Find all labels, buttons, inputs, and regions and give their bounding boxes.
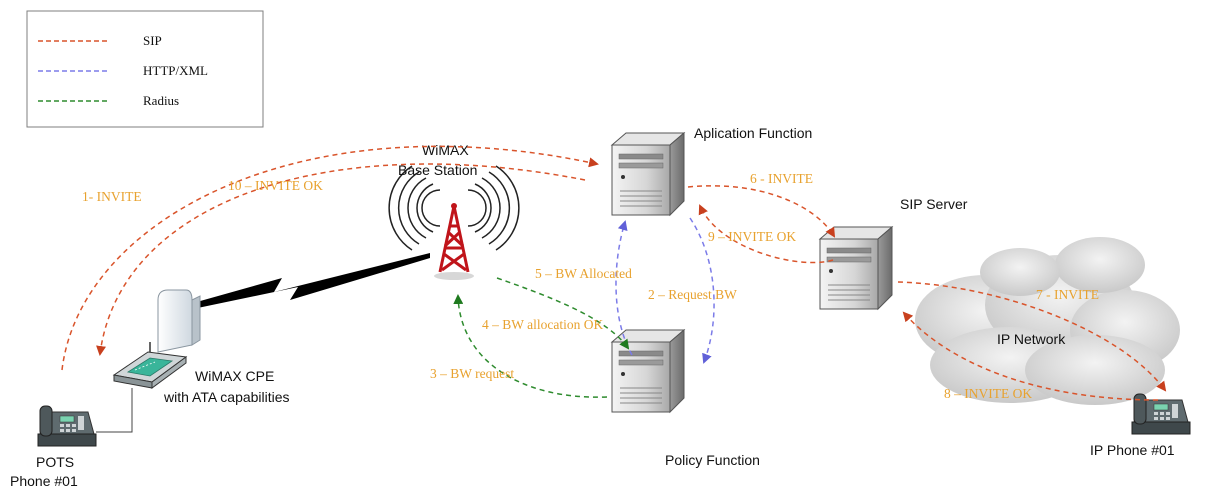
- wimax-cpe-icon: [96, 289, 201, 433]
- message-label-2: 2 – Request BW: [648, 287, 737, 302]
- base-station-label-line1: WiMAX: [422, 142, 469, 158]
- ip-phone-label: IP Phone #01: [1090, 442, 1175, 458]
- legend: SIP HTTP/XML Radius: [26, 10, 264, 128]
- message-label-7: 7 - INVITE: [1036, 287, 1099, 302]
- legend-sip-label: SIP: [143, 33, 162, 48]
- arrow-8-invite-ok: [902, 311, 1159, 401]
- ip-network-cloud: [915, 237, 1180, 405]
- arrow-10-invite-ok: [96, 163, 586, 356]
- message-label-5: 5 – BW Allocated: [535, 266, 632, 281]
- policy-function-server-icon: [611, 329, 685, 413]
- arrow-9-invite-ok: [698, 204, 834, 264]
- message-label-4: 4 – BW allocation OK: [482, 317, 603, 332]
- arrow-7-invite: [897, 281, 1167, 392]
- application-function-label: Aplication Function: [694, 125, 812, 141]
- base-station-tower-icon: [388, 165, 520, 280]
- legend-box: [26, 10, 264, 128]
- arrow-6-invite: [687, 185, 836, 238]
- message-label-1: 1- INVITE: [82, 189, 142, 204]
- message-label-10: 10 – INVITE OK: [228, 178, 323, 193]
- ip-phone-icon: [1131, 393, 1191, 435]
- sip-server-label: SIP Server: [900, 196, 968, 212]
- cpe-label-line2: with ATA capabilities: [163, 389, 290, 405]
- arrow-2-request-bw: [689, 217, 715, 364]
- policy-function-label: Policy Function: [665, 452, 760, 468]
- legend-http-xml-label: HTTP/XML: [143, 63, 208, 78]
- message-label-6: 6 - INVITE: [750, 171, 813, 186]
- pots-phone-label-line2: Phone #01: [10, 473, 78, 489]
- sip-server-icon: [819, 226, 893, 310]
- wireless-link-icon: [186, 253, 430, 310]
- arrow-3-bw-request: [453, 294, 608, 398]
- application-function-server-icon: [611, 132, 685, 216]
- pots-phone-icon: [37, 405, 97, 447]
- cpe-label-line1: WiMAX CPE: [195, 368, 274, 384]
- pots-phone-label-line1: POTS: [36, 454, 74, 470]
- arrow-1-invite: [61, 145, 599, 371]
- message-label-8: 8 – INVITE OK: [944, 386, 1032, 401]
- message-label-3: 3 – BW request: [430, 366, 514, 381]
- ip-network-label: IP Network: [997, 331, 1066, 347]
- message-label-9: 9 – INVITE OK: [708, 229, 796, 244]
- legend-radius-label: Radius: [143, 93, 179, 108]
- base-station-label-line2: Base Station: [398, 162, 477, 178]
- arrow-4-bw-allocation-ok: [496, 277, 630, 350]
